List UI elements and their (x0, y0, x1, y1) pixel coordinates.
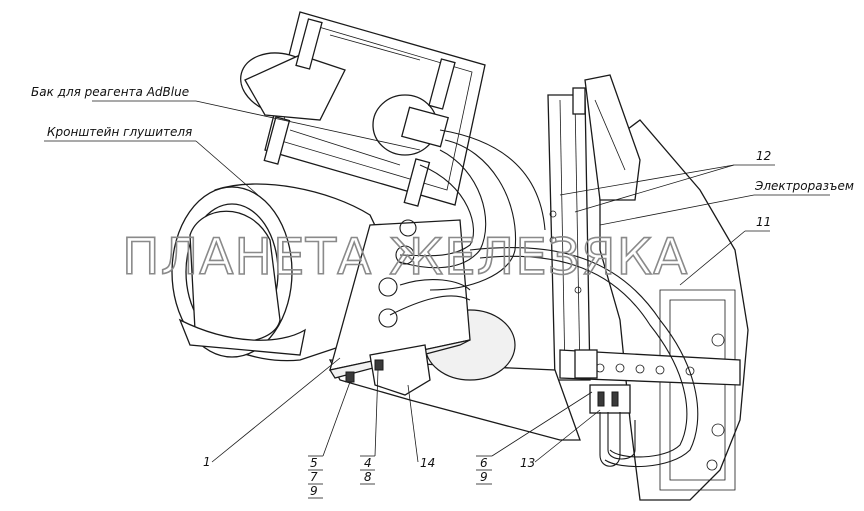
callout-4: 4 (364, 456, 372, 470)
leader-lines (44, 100, 830, 499)
callout-8: 8 (364, 470, 372, 484)
mounting-bar (559, 349, 741, 386)
callout-9a: 9 (310, 484, 318, 498)
label-adblue-tank: Бак для реагента AdBlue (31, 85, 189, 99)
watermark-text: ПЛАНЕТА ЖЕЛЕЗЯКА (122, 228, 688, 286)
hose-connector (589, 384, 636, 467)
frame-plate (599, 119, 749, 501)
adblue-tank (240, 11, 486, 207)
hoses (378, 129, 699, 468)
callout-5: 5 (310, 456, 318, 470)
callout-6: 6 (480, 456, 488, 470)
label-muffler-bracket: Кронштейн глушителя (47, 125, 192, 139)
housing-cover (329, 219, 471, 396)
vertical-bracket (547, 74, 641, 381)
callout-14: 14 (420, 456, 435, 470)
callout-13: 13 (520, 456, 535, 470)
callout-1: 1 (203, 455, 211, 469)
callout-11: 11 (756, 215, 771, 229)
callout-7: 7 (310, 470, 318, 484)
callout-12: 12 (756, 149, 771, 163)
callout-9b: 9 (480, 470, 488, 484)
label-connector: Электроразъем (754, 179, 854, 193)
